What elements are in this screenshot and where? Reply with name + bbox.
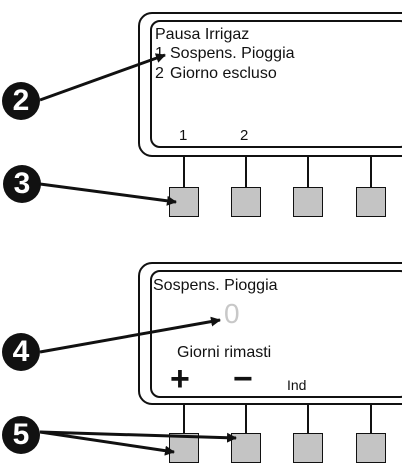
softkey-label-1: 1 xyxy=(179,127,188,144)
menu-item-2-label[interactable]: Giorno escluso xyxy=(170,65,277,82)
screen-title: Sospens. Pioggia xyxy=(153,277,278,294)
button-stem xyxy=(307,157,309,187)
button-stem xyxy=(307,405,309,433)
lcd-screen-bottom xyxy=(150,270,402,398)
lcd-screen-top xyxy=(150,20,402,148)
callout-badge-4: 4 xyxy=(2,333,40,371)
days-remaining-label: Giorni rimasti xyxy=(177,344,272,361)
button-stem xyxy=(370,405,372,433)
arrow-to-days-value xyxy=(39,316,221,354)
button-stem xyxy=(245,405,247,433)
ind-softkey-label: Ind xyxy=(287,377,307,393)
arrow-to-softkey-1 xyxy=(39,182,177,206)
minus-softkey-label: − xyxy=(233,360,253,398)
softkey-button-3[interactable] xyxy=(293,187,323,217)
button-stem xyxy=(370,157,372,187)
arrow-to-menu-item-1 xyxy=(39,53,166,102)
menu-item-1-label[interactable]: Sospens. Pioggia xyxy=(170,45,295,62)
button-stem xyxy=(183,157,185,187)
days-value: 0 xyxy=(224,298,240,329)
callout-badge-2: 2 xyxy=(2,82,40,120)
screen-title: Pausa Irrigaz xyxy=(155,26,250,43)
button-stem xyxy=(183,405,185,433)
menu-item-2-number: 2 xyxy=(155,65,164,82)
callout-badge-5: 5 xyxy=(2,416,40,454)
arrow-to-plus-button xyxy=(39,430,175,456)
softkey-button-4[interactable] xyxy=(356,187,386,217)
callout-badge-3: 3 xyxy=(3,165,41,203)
softkey-button-2[interactable] xyxy=(231,187,261,217)
arrow-to-minus-button xyxy=(39,430,237,443)
button-stem xyxy=(245,157,247,187)
plus-softkey-label: + xyxy=(170,360,190,398)
softkey-label-2: 2 xyxy=(240,127,249,144)
